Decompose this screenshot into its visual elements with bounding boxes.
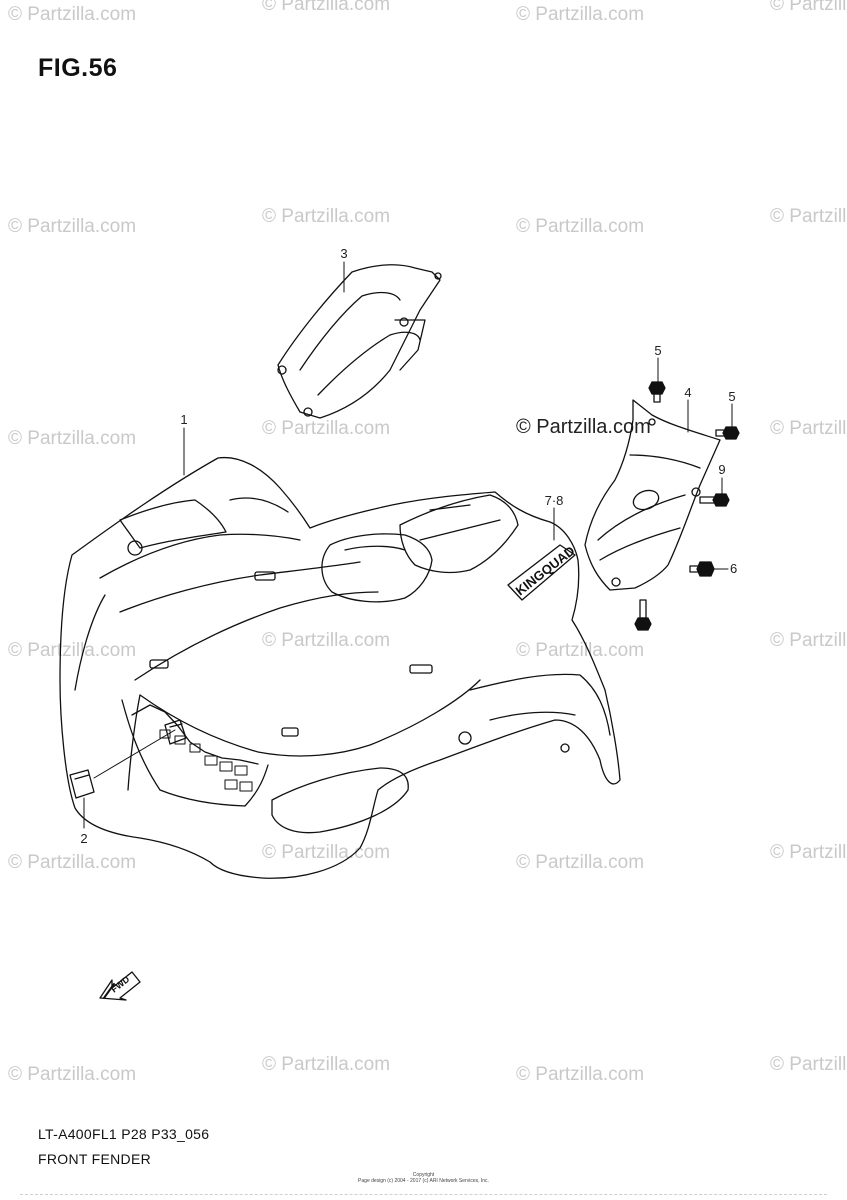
screw-fastener[interactable] [634, 599, 652, 631]
reflector-part-2[interactable] [69, 719, 187, 799]
watermark: © Partzilla.com [516, 640, 645, 661]
upper-panel-part[interactable] [277, 264, 442, 419]
nut-part-6[interactable] [689, 561, 715, 577]
forward-direction-arrow: FWD [99, 971, 141, 1001]
callout-5: 5 [654, 343, 661, 358]
callout-6: 6 [730, 561, 737, 576]
watermark: © Partzilla.com [262, 418, 391, 439]
watermark: © Partzilla.com [262, 206, 391, 227]
watermark: © Partzilla.com [8, 216, 137, 237]
leader-lines [83, 261, 733, 829]
watermark: © Partzilla.com [516, 216, 645, 237]
copyright-line: Page design (c) 2004 - 2017 (c) ARI Netw… [358, 1178, 489, 1184]
watermark: © Partzilla.com [516, 4, 645, 25]
watermark: © Partzilla.com [262, 842, 391, 863]
watermark: © Partzilla.com [262, 0, 391, 15]
watermark: © Partzilla.com [8, 640, 137, 661]
callout-7-8: 7·8 [545, 493, 564, 508]
watermark-center: © Partzilla.com [516, 416, 651, 438]
screw-part-5[interactable] [648, 381, 666, 403]
watermark: © Partzilla.com [262, 630, 391, 651]
watermark: © Partzilla.com [770, 418, 847, 439]
callout-2: 2 [80, 831, 87, 846]
copyright-notice: Copyright Page design (c) 2004 - 2017 (c… [0, 1172, 847, 1184]
watermark: © Partzilla.com [8, 428, 137, 449]
watermark: © Partzilla.com [8, 852, 137, 873]
watermark: © Partzilla.com [770, 630, 847, 651]
bolt-part-9[interactable] [699, 493, 730, 507]
callout-5: 5 [728, 389, 735, 404]
callout-1: 1 [180, 412, 187, 427]
model-code: LT-A400FL1 P28 P33_056 [38, 1126, 210, 1142]
kingquad-decal-text: KINGQUAD [513, 543, 578, 598]
figure-title: FIG.56 [38, 54, 118, 82]
watermark: © Partzilla.com [516, 1064, 645, 1085]
assembly-name: FRONT FENDER [38, 1151, 152, 1167]
bottom-divider [20, 1194, 827, 1195]
copyright-line: Copyright [412, 1172, 435, 1178]
side-panel-part[interactable] [584, 399, 721, 591]
callout-9: 9 [718, 462, 725, 477]
screw-part-5[interactable] [715, 426, 740, 440]
watermark: © Partzilla.com [770, 842, 847, 863]
callout-3: 3 [340, 246, 347, 261]
watermark: © Partzilla.com [262, 1054, 391, 1075]
watermark: © Partzilla.com [770, 0, 847, 15]
watermark: © Partzilla.com [8, 1064, 137, 1085]
watermark: © Partzilla.com [770, 206, 847, 227]
front-fender-part[interactable]: KINGQUAD [59, 456, 621, 879]
watermark: © Partzilla.com [516, 852, 645, 873]
watermark: © Partzilla.com [8, 4, 137, 25]
callout-4: 4 [684, 385, 691, 400]
watermark: © Partzilla.com [770, 1054, 847, 1075]
